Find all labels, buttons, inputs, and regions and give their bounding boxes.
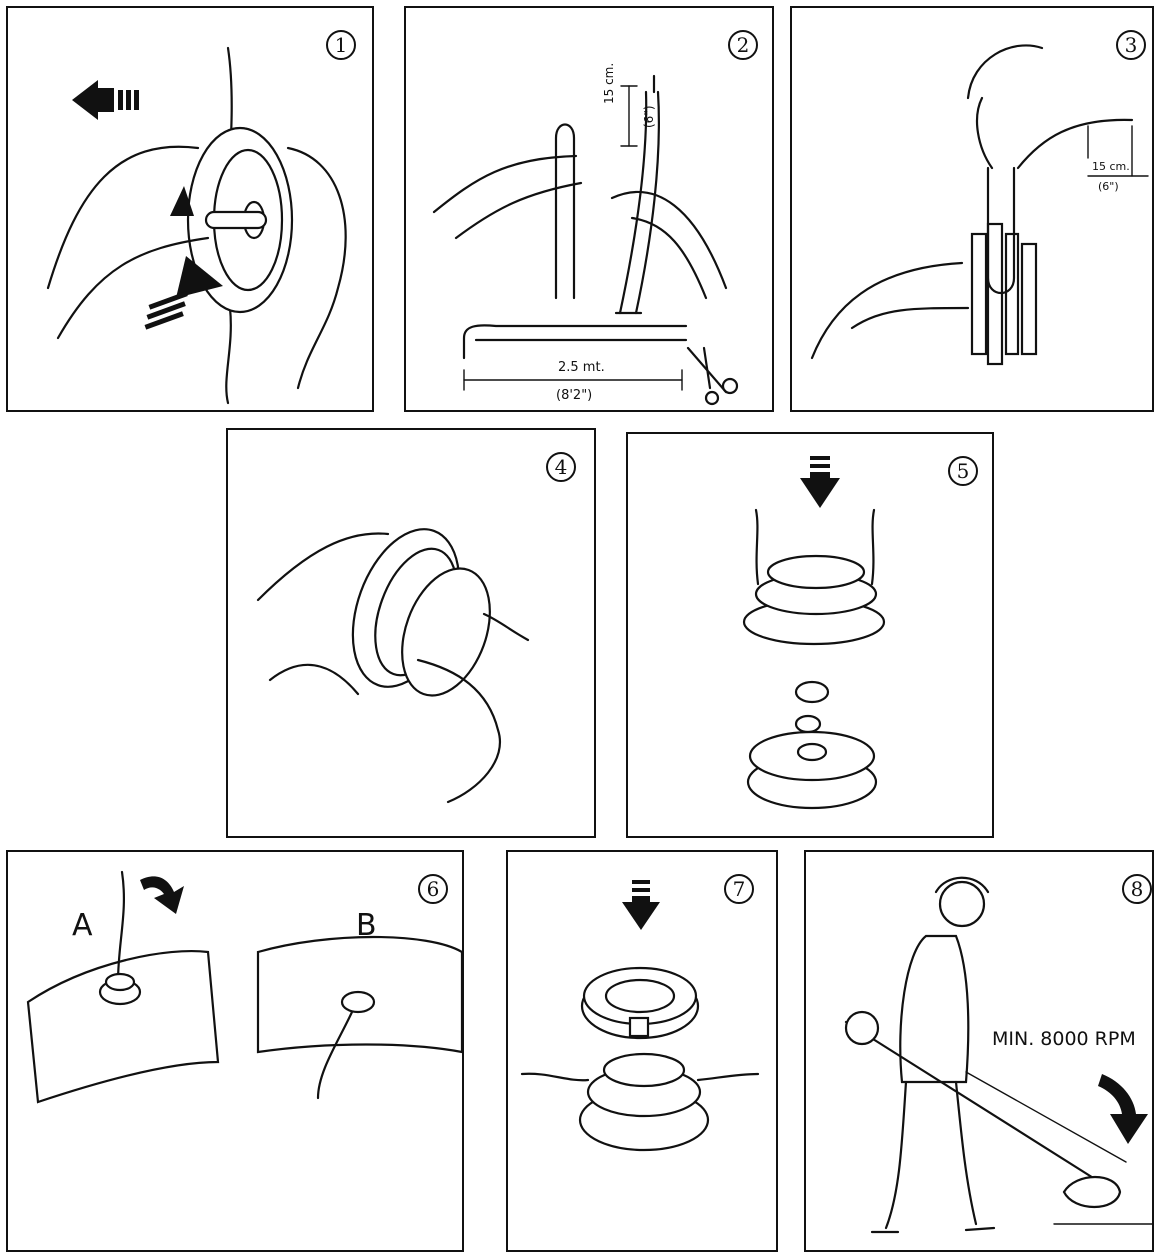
step-panel-1: 1 — [6, 6, 374, 412]
step-3-illustration — [792, 8, 1154, 410]
step-4-illustration — [228, 430, 594, 836]
step-number-badge: 6 — [418, 874, 448, 904]
step-panel-4: 4 — [226, 428, 596, 838]
step-5-illustration — [628, 434, 992, 836]
step-panel-2: 2 15 cm. (6") 2.5 mt. (8'2") — [404, 6, 774, 412]
step-7-illustration — [508, 852, 776, 1252]
short-length-imperial-label: (6") — [642, 105, 656, 128]
long-length-imperial-label: (8'2") — [556, 388, 592, 403]
rotation-arrow-icon — [140, 876, 184, 914]
step-number-badge: 2 — [728, 30, 758, 60]
long-length-metric-label: 2.5 mt. — [558, 360, 605, 375]
step-number-badge: 7 — [724, 874, 754, 904]
view-a-label: A — [72, 908, 93, 943]
length-metric-label: 15 cm. — [1092, 160, 1130, 173]
step-panel-5: 5 — [626, 432, 994, 838]
view-b-label: B — [356, 908, 377, 943]
down-arrow-icon — [622, 880, 660, 930]
step-2-illustration — [406, 8, 772, 410]
step-1-illustration — [8, 8, 372, 410]
step-panel-3: 3 15 cm. (6") — [790, 6, 1154, 412]
scissors-icon — [688, 348, 737, 404]
length-imperial-label: (6") — [1098, 180, 1119, 193]
step-8-illustration — [806, 852, 1154, 1252]
step-panel-7: 7 — [506, 850, 778, 1252]
step-number-badge: 8 — [1122, 874, 1152, 904]
step-number-badge: 4 — [546, 452, 576, 482]
step-number-badge: 1 — [326, 30, 356, 60]
short-length-metric-label: 15 cm. — [602, 63, 616, 104]
rotation-arrow-icon — [1098, 1074, 1148, 1144]
step-number-badge: 3 — [1116, 30, 1146, 60]
down-arrow-icon — [800, 456, 840, 508]
push-arrow-icon — [72, 80, 139, 120]
min-speed-label: MIN. 8000 RPM — [992, 1028, 1136, 1050]
step-panel-6: 6 A B — [6, 850, 464, 1252]
step-number-badge: 5 — [948, 456, 978, 486]
step-panel-8: 8 MIN. 8000 RPM — [804, 850, 1154, 1252]
